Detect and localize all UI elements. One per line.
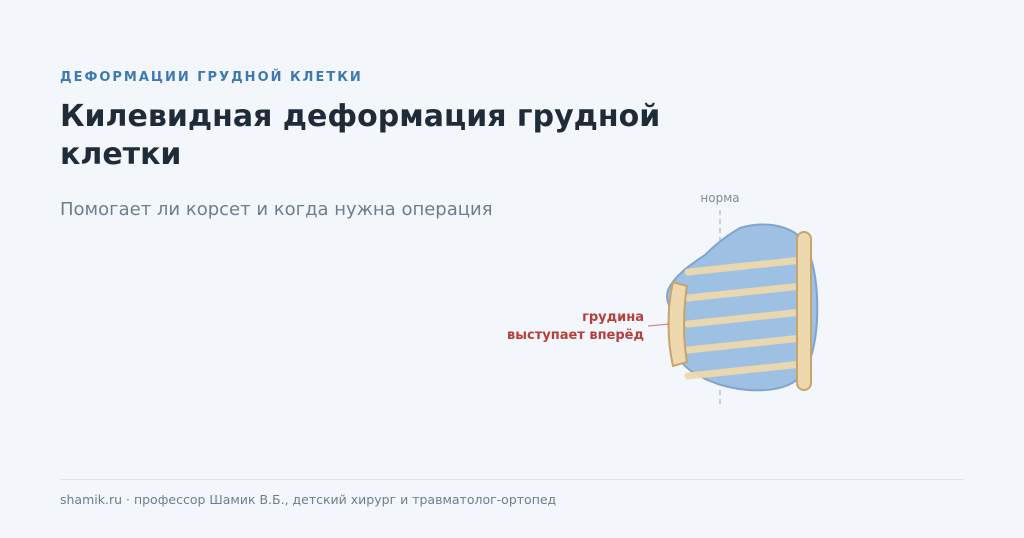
chest-diagram-svg: норма грудина выступает вперёд: [507, 191, 819, 408]
sternum-label-line-2: выступает вперёд: [507, 328, 644, 343]
page-subtitle: Помогает ли корсет и когда нужна операци…: [60, 199, 493, 220]
sternum: [667, 280, 689, 368]
page-title-line-1: Килевидная деформация грудной: [60, 99, 661, 134]
sternum-label-line-1: грудина: [582, 310, 644, 325]
rib-1: [684, 256, 806, 276]
sternum-pointer: [647, 323, 671, 327]
footer-divider: [60, 479, 964, 480]
rib-3: [684, 308, 806, 328]
page-title-line-2: клетки: [60, 137, 182, 172]
spine: [796, 231, 812, 391]
chest-deformity-diagram: норма грудина выступает вперёд: [490, 180, 850, 420]
rib-2: [684, 282, 806, 302]
footer-credit: shamik.ru · профессор Шамик В.Б., детски…: [60, 492, 557, 507]
rib-4: [684, 334, 806, 354]
page-title: Килевидная деформация грудной клетки: [60, 98, 720, 174]
category-eyebrow: ДЕФОРМАЦИИ ГРУДНОЙ КЛЕТКИ: [60, 70, 363, 85]
ribs: [684, 256, 806, 380]
rib-5: [684, 360, 806, 380]
norm-label: норма: [700, 191, 739, 205]
